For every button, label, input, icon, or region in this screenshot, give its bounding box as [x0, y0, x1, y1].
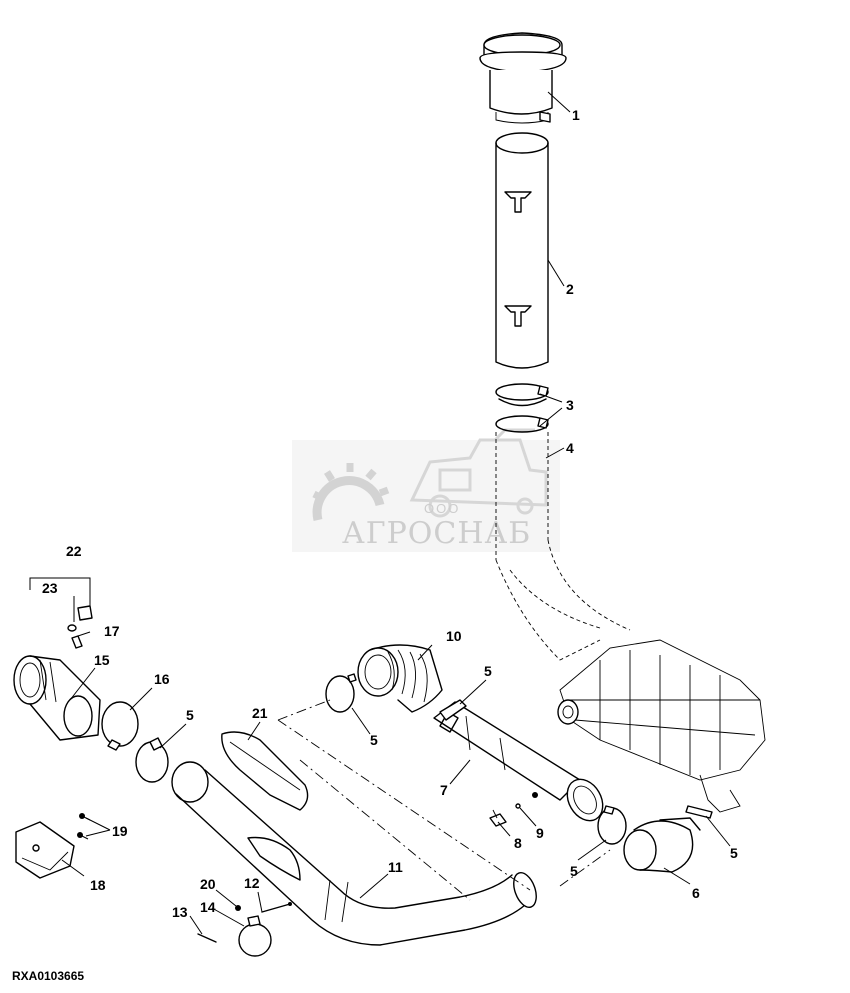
bolt-12 [261, 902, 292, 913]
callout-23: 23 [42, 580, 58, 596]
duct-11 [171, 761, 537, 946]
gear-icon [312, 463, 390, 522]
clamps-3 [495, 383, 549, 433]
callout-21: 21 [252, 705, 268, 721]
callout-1: 1 [572, 107, 580, 123]
callout-14: 14 [200, 899, 216, 915]
watermark-text: АГРОСНАБ [342, 516, 531, 551]
elbow-6 [623, 817, 701, 873]
watermark: ООО АГРОСНАБ [292, 428, 560, 552]
watermark-prefix: ООО [424, 501, 460, 516]
callout-16: 16 [154, 671, 170, 687]
hose-15 [13, 655, 101, 741]
callout-7: 7 [440, 782, 448, 798]
callout-12: 12 [244, 875, 260, 891]
fitting-22 [67, 605, 93, 649]
elbow-10 [357, 644, 443, 713]
callout-18: 18 [90, 877, 106, 893]
fitting-8 [489, 809, 507, 827]
pin-13 [197, 933, 217, 943]
callout-5-top: 5 [484, 663, 492, 679]
callout-19: 19 [112, 823, 128, 839]
callout-5-right: 5 [730, 845, 738, 861]
clamp-16 [101, 701, 139, 751]
callout-9: 9 [536, 825, 544, 841]
connector-4 [495, 432, 549, 560]
watermark-backdrop [292, 440, 560, 552]
callouts: 1 2 3 4 22 23 17 15 16 5 21 10 5 5 7 8 9… [42, 107, 738, 920]
callout-13: 13 [172, 904, 188, 920]
callout-5-lower: 5 [570, 863, 578, 879]
intake-tube [495, 132, 549, 369]
callout-11: 11 [388, 859, 403, 875]
clamp-14 [238, 915, 272, 957]
image-code: RXA0103665 [12, 969, 84, 983]
callout-5-mid: 5 [370, 732, 378, 748]
callout-15: 15 [94, 652, 110, 668]
callout-2: 2 [566, 281, 574, 297]
callout-6: 6 [692, 885, 700, 901]
callout-4: 4 [566, 440, 574, 456]
callout-20: 20 [200, 876, 216, 892]
callout-22: 22 [66, 543, 82, 559]
alignment-lines [277, 699, 611, 901]
callout-10: 10 [446, 628, 462, 644]
callout-5-left: 5 [186, 707, 194, 723]
clamp-5-b [439, 699, 467, 721]
callout-3: 3 [566, 397, 574, 413]
callout-17: 17 [104, 623, 120, 639]
plug-9 [515, 803, 521, 809]
leader-lines [29, 91, 731, 935]
precleaner-cap [479, 32, 567, 124]
clamp-5-c [597, 805, 627, 845]
callout-8: 8 [514, 835, 522, 851]
gasket-5-d [685, 805, 713, 819]
bracket-18 [15, 821, 75, 879]
clamp-5-a [325, 673, 357, 713]
air-cleaner-housing [495, 539, 766, 813]
nut-20 [235, 905, 241, 911]
guard-21 [221, 731, 309, 811]
